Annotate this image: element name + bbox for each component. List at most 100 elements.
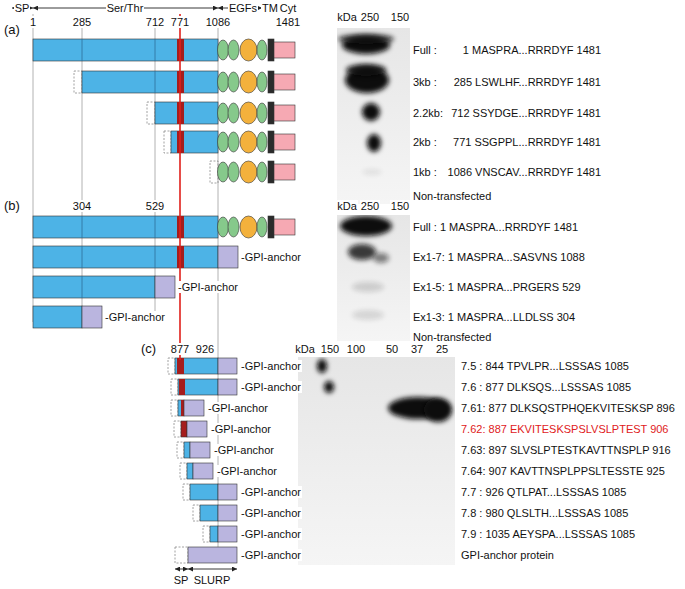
gpi-anchor-label: -GPI-anchor xyxy=(240,507,302,520)
gpi-anchor-box xyxy=(155,276,175,298)
transmembrane-domain xyxy=(268,216,274,238)
egf-domain xyxy=(218,132,229,152)
ser-thr-domain xyxy=(82,71,218,93)
egf-domain xyxy=(257,132,267,152)
blot-row-label: 7.5 : 844 TPVLPR...LSSSAS 1085 xyxy=(460,360,630,373)
blot-row-label: 7.8 : 980 QLSLTH...LSSSAS 1085 xyxy=(460,507,629,520)
blot-row-label: GPI-anchor protein xyxy=(460,549,555,562)
ser-thr-domain xyxy=(155,102,218,124)
gpi-anchor-label: -GPI-anchor xyxy=(240,381,302,394)
signal-peptide xyxy=(147,102,155,124)
signal-peptide xyxy=(180,463,187,479)
blot-row-label: Ex1-5: 1 MASPRA...PRGERS 529 xyxy=(412,281,582,294)
western-band xyxy=(348,244,376,260)
sequence-label: 285 LSWLHF...RRRDYF 1481 xyxy=(453,76,602,89)
ser-thr-domain xyxy=(33,216,218,238)
ser-thr-domain xyxy=(178,400,184,416)
construct-name: 2kb : xyxy=(412,136,438,149)
blot-row-label: 7.6 : 877 DLKSQS...LSSSAS 1085 xyxy=(460,381,632,394)
panel-label: (a) xyxy=(3,23,21,38)
egf-domain xyxy=(218,162,229,182)
gpi-anchor-label: -GPI-anchor xyxy=(240,549,302,562)
gpi-anchor-label: -GPI-anchor xyxy=(210,423,272,436)
construct-name: 2.2kb: xyxy=(412,107,444,120)
construct-name: 1kb : xyxy=(412,166,438,179)
exon-boundary xyxy=(155,246,156,268)
cytoplasmic-domain xyxy=(274,74,295,90)
egf-domain xyxy=(218,40,229,60)
kda-label: kDa xyxy=(294,343,316,356)
blot-row-label: Ex1-7: 1 MASPRA...SASVNS 1088 xyxy=(412,251,586,264)
western-band xyxy=(362,169,382,175)
red-segment xyxy=(181,421,187,437)
western-band xyxy=(424,398,452,422)
blot-background xyxy=(337,215,410,341)
construct-name: 3kb : xyxy=(412,76,438,89)
blot-bands xyxy=(340,216,392,320)
construct-name: Full : xyxy=(412,44,438,57)
exon-boundary xyxy=(82,39,83,61)
region-label: Ser/Thr xyxy=(106,2,145,15)
residue-number: 926 xyxy=(195,343,215,356)
ser-thr-domain xyxy=(210,526,218,542)
transmembrane-domain xyxy=(268,102,274,124)
egf-domain xyxy=(257,72,267,92)
egf-domain xyxy=(257,40,267,60)
blot-row-label: 7.7 : 926 QTLPAT...LSSSAS 1085 xyxy=(460,486,627,499)
signal-peptide xyxy=(193,505,200,521)
signal-peptide xyxy=(74,71,82,93)
egf-domain xyxy=(228,162,239,182)
residue-number: 304 xyxy=(72,200,92,213)
span-arrow xyxy=(188,569,237,570)
residue-number: 1481 xyxy=(275,16,301,29)
gpi-anchor-box xyxy=(188,547,237,563)
gpi-anchor-label: -GPI-anchor xyxy=(104,311,166,324)
transmembrane-domain xyxy=(268,161,274,183)
signal-peptide xyxy=(210,161,218,183)
transmembrane-domain xyxy=(268,131,274,153)
egf-domain xyxy=(228,72,239,92)
gpi-anchor-box xyxy=(184,400,204,416)
ser-thr-domain xyxy=(171,131,218,153)
western-band xyxy=(317,359,327,373)
kda-label: kDa xyxy=(336,11,358,24)
orange-domain xyxy=(240,39,257,61)
western-band xyxy=(367,134,381,152)
signal-peptide xyxy=(174,421,181,437)
egf-domain xyxy=(228,132,239,152)
western-band xyxy=(324,381,334,393)
gpi-anchor-box xyxy=(218,379,237,395)
gpi-anchor-box xyxy=(193,463,213,479)
kda-label: 37 xyxy=(410,343,424,356)
blot-row-label: 7.62: 887 EKVITESKSPSLVSLPTEST 906 xyxy=(460,423,670,436)
residue-number: 877 xyxy=(170,343,190,356)
cytoplasmic-domain xyxy=(274,42,295,58)
kda-label: 250 xyxy=(360,11,380,24)
residue-number: 1086 xyxy=(205,16,231,29)
western-band xyxy=(373,253,389,263)
orange-domain xyxy=(240,71,257,93)
blot-row-label: 7.63: 897 SLVSLPTESTKAVTTNSPLP 916 xyxy=(460,444,672,457)
ser-thr-domain xyxy=(178,379,218,395)
kda-label: 150 xyxy=(390,200,410,213)
span-arrow xyxy=(175,569,188,570)
signal-peptide xyxy=(175,547,188,563)
western-band xyxy=(352,282,384,292)
gpi-anchor-label: -GPI-anchor xyxy=(240,528,302,541)
cytoplasmic-domain xyxy=(274,219,295,235)
sequence-label: 712 SSYDGE...RRRDYF 1481 xyxy=(450,107,602,120)
signal-peptide xyxy=(171,400,178,416)
western-band xyxy=(338,34,394,44)
gpi-anchor-label: -GPI-anchor xyxy=(240,486,302,499)
cytoplasmic-domain xyxy=(274,134,295,150)
signal-peptide xyxy=(203,526,210,542)
egf-domain xyxy=(218,72,229,92)
ser-thr-domain xyxy=(200,505,218,521)
signal-peptide xyxy=(168,358,175,374)
egf-domain xyxy=(257,217,267,237)
gpi-anchor-box xyxy=(190,442,210,458)
kda-label: 100 xyxy=(346,343,366,356)
